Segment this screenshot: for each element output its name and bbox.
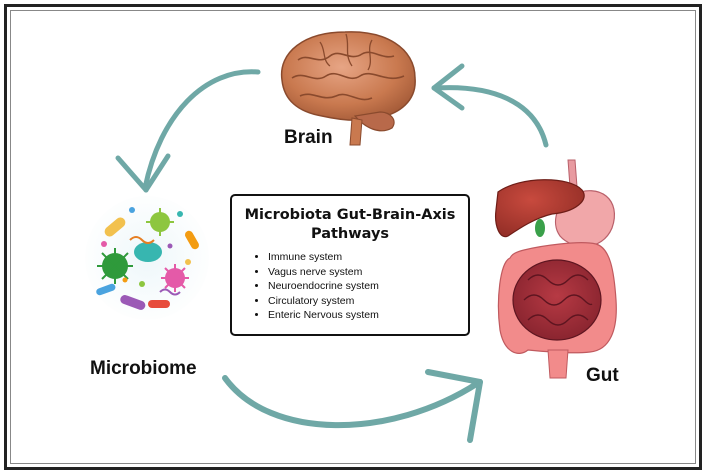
brain-illustration: [280, 31, 416, 146]
arrow-microbiome-to-gut: [222, 369, 483, 443]
brain-label: Brain: [284, 127, 333, 148]
pathways-box: Microbiota Gut-Brain-Axis Pathways Immun…: [230, 194, 470, 336]
pathways-title: Microbiota Gut-Brain-Axis Pathways: [244, 207, 456, 242]
pathway-item: Vagus nerve system: [268, 265, 456, 280]
pathway-item: Enteric Nervous system: [268, 308, 456, 323]
pathway-item: Neuroendocrine system: [268, 279, 456, 294]
pathway-item: Immune system: [268, 250, 456, 265]
gut-label: Gut: [586, 365, 619, 386]
gut-illustration: [495, 159, 617, 379]
microbiome-illustration: [85, 196, 209, 320]
microbiome-label: Microbiome: [90, 358, 197, 379]
arrow-gut-to-brain: [431, 63, 549, 148]
pathways-list: Immune system Vagus nerve system Neuroen…: [244, 250, 456, 323]
arrow-brain-to-microbiome: [115, 69, 261, 193]
pathway-item: Circulatory system: [268, 294, 456, 309]
